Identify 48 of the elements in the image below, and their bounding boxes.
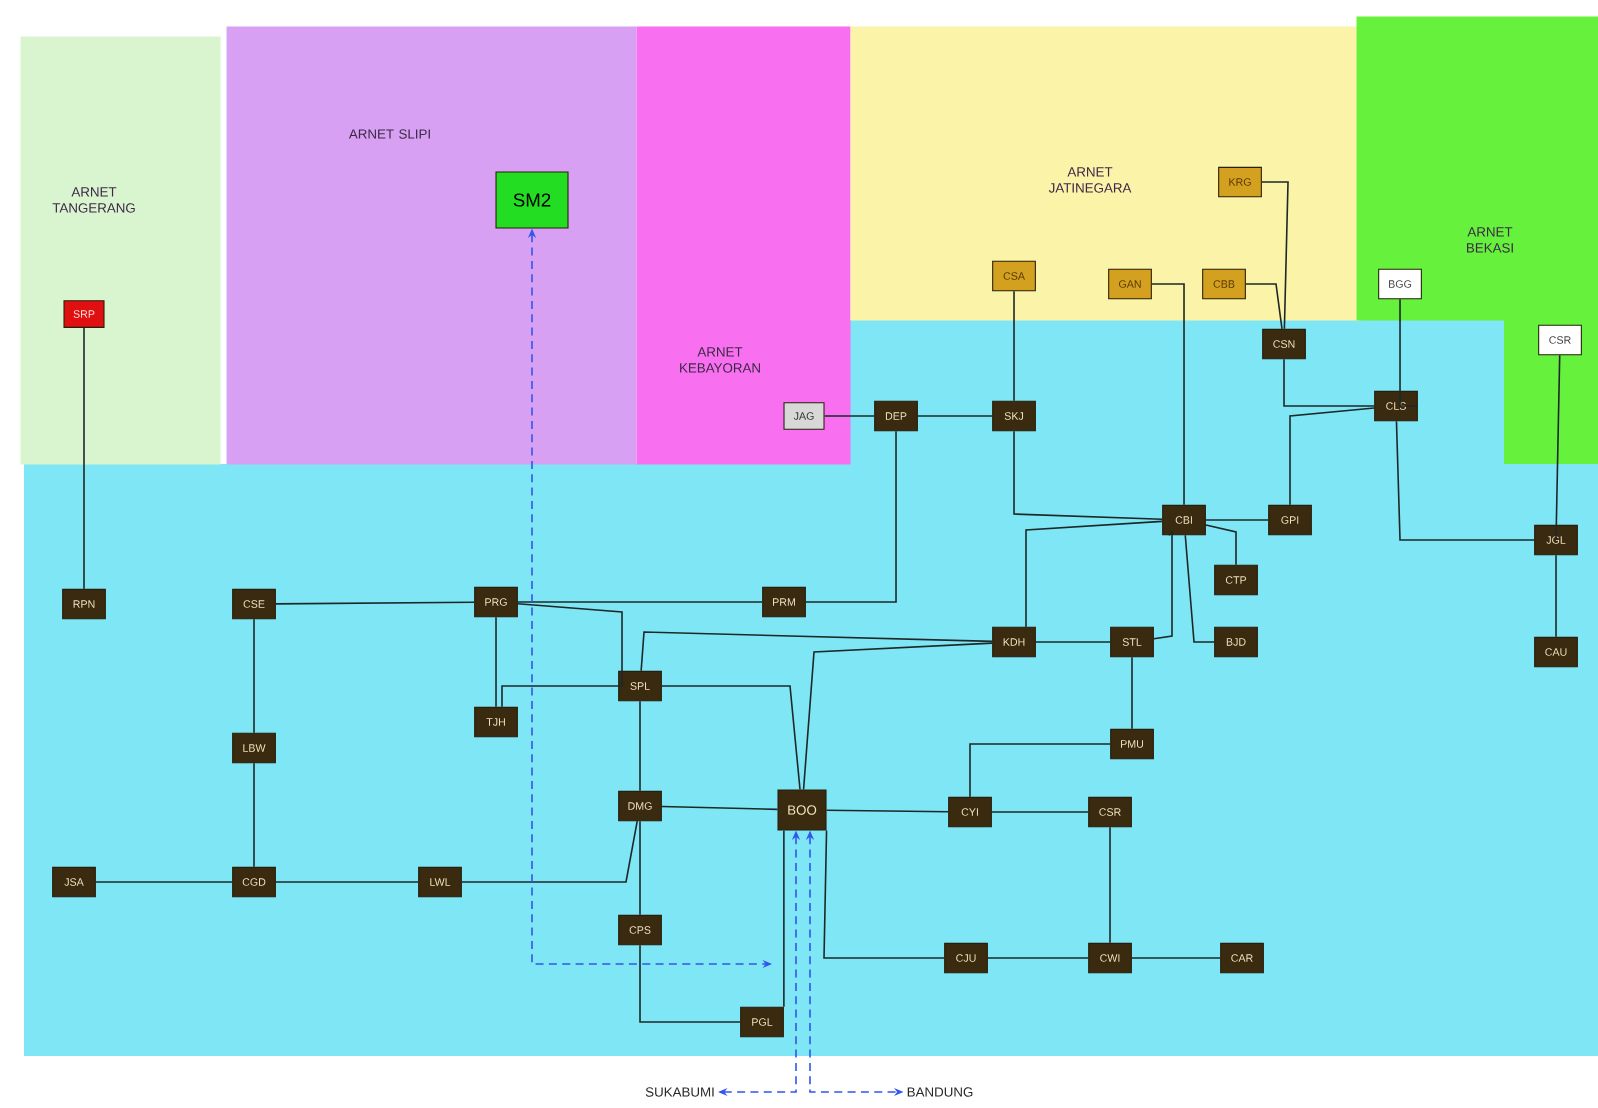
link-line — [501, 685, 619, 708]
link-line — [639, 944, 741, 1023]
link-line — [1399, 298, 1419, 407]
link-line — [987, 957, 1089, 959]
link-line — [783, 829, 785, 1008]
link-line — [1024, 520, 1163, 628]
link-line — [253, 762, 255, 868]
link-line — [1283, 358, 1375, 407]
link-line — [1109, 826, 1111, 944]
link-line — [1205, 524, 1237, 566]
link-line — [640, 631, 993, 672]
link-line — [917, 415, 993, 417]
link-line — [969, 743, 1111, 798]
link-line — [802, 642, 993, 791]
link-line — [1289, 407, 1375, 506]
link-line — [661, 805, 779, 811]
link-line — [823, 415, 875, 417]
link-line — [1153, 530, 1173, 640]
link-line — [1013, 290, 1015, 402]
link-line — [253, 618, 255, 734]
link-line — [1205, 519, 1269, 521]
link-line — [1013, 430, 1163, 521]
link-line — [1245, 283, 1283, 330]
link-line — [639, 700, 641, 792]
link-line — [1184, 534, 1215, 643]
link-line — [275, 601, 475, 605]
link-line — [661, 685, 801, 791]
link-line — [825, 809, 949, 813]
link-line — [991, 811, 1089, 813]
link-line — [1035, 641, 1111, 643]
link-line — [517, 601, 763, 603]
link-line — [275, 881, 419, 883]
link-line — [1555, 554, 1557, 638]
link-line — [495, 616, 497, 708]
station-box: SM2 — [495, 171, 569, 229]
link-line — [1151, 283, 1185, 506]
link-line — [639, 820, 641, 916]
link-line — [461, 820, 638, 883]
link-line — [1131, 656, 1133, 730]
link-line — [1555, 354, 1561, 541]
link-line — [1131, 957, 1221, 959]
link-line — [1261, 181, 1289, 330]
link-line — [1395, 420, 1535, 541]
link-line — [83, 327, 85, 590]
link-line — [95, 881, 233, 883]
link-line — [823, 829, 945, 959]
link-line — [517, 602, 623, 687]
link-line — [805, 430, 897, 603]
